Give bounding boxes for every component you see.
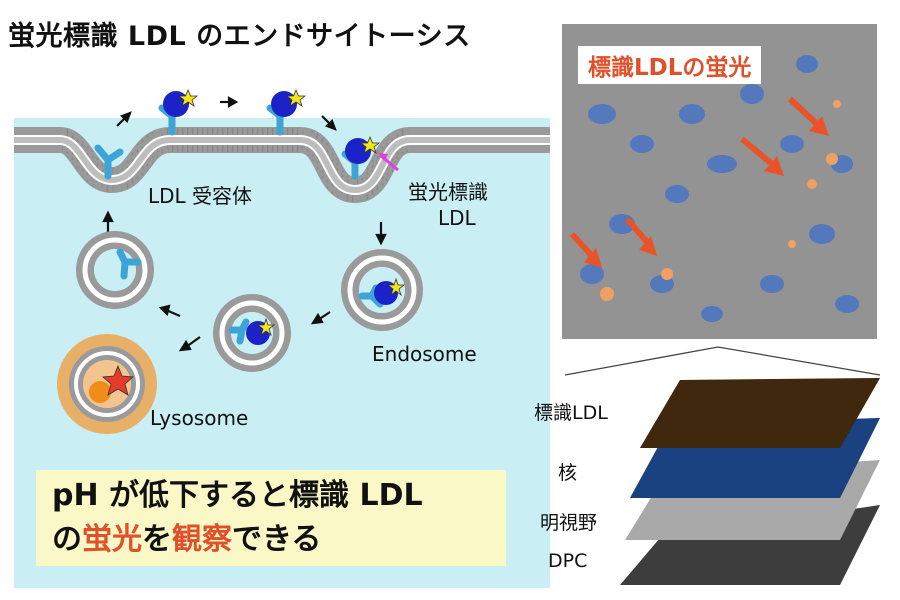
layer-label-dpc: DPC — [548, 550, 588, 572]
layer-label-ldl: 標識LDL — [534, 402, 608, 424]
flow-arrows — [102, 96, 387, 352]
plasma-membrane — [14, 127, 550, 204]
receptor-with-ldl-1 — [158, 88, 199, 136]
ph-fluorescence-callout: pH が低下すると標識 LDL の蛍光を観察できる — [36, 470, 506, 566]
star-icon — [256, 317, 276, 337]
callout-line-1: pH が低下すると標識 LDL — [52, 478, 423, 513]
lysosome-label: Lysosome — [150, 406, 249, 430]
micrograph-label: 標識LDLの蛍光 — [578, 46, 762, 84]
star-icon — [359, 135, 381, 154]
recycling-vesicle — [76, 231, 154, 309]
page-title: 蛍光標識 LDL のエンドサイトーシス — [8, 21, 471, 52]
lysosome — [57, 334, 157, 434]
fluor-ldl-label-1: 蛍光標識 — [408, 180, 488, 204]
star-icon — [102, 364, 134, 396]
arrows — [569, 96, 829, 268]
receptor-with-ldl-pit — [341, 135, 399, 180]
ldl-receptor-empty — [94, 144, 124, 180]
endosome-label: Endosome — [372, 342, 477, 366]
receptor-with-ldl-2 — [266, 88, 307, 136]
star-icon — [285, 88, 307, 107]
star-icon — [177, 88, 199, 107]
star-icon — [386, 277, 406, 297]
ldl-receptor-label: LDL 受容体 — [148, 184, 253, 208]
layer-label-nuclei: 核 — [558, 462, 578, 484]
layer-label-brightfield: 明視野 — [540, 512, 598, 534]
fluor-ldl-label-2: LDL — [438, 206, 476, 230]
endosome-vesicle — [341, 249, 423, 331]
ldl-spots — [600, 100, 841, 301]
late-endosome-vesicle — [213, 294, 291, 372]
callout-line-2: の蛍光を観察できる — [52, 522, 322, 557]
layer-labeled-ldl — [640, 378, 880, 448]
